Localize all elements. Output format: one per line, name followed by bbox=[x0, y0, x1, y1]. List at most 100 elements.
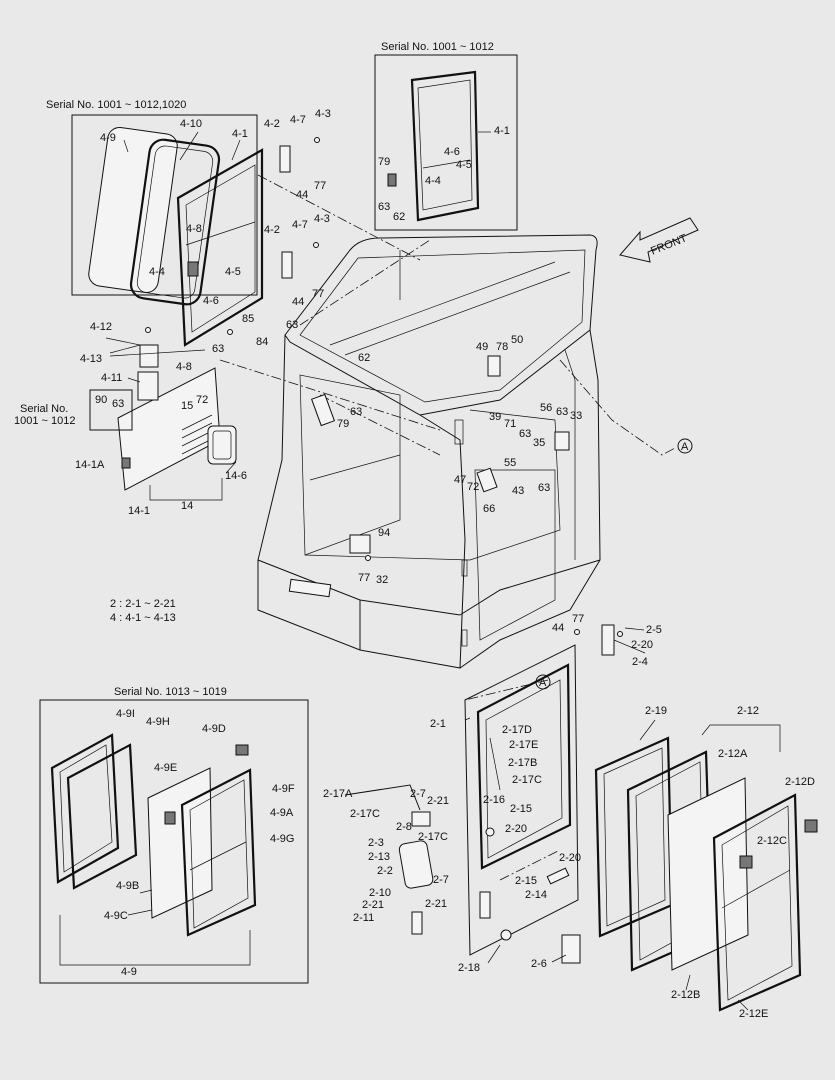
callout: 2-12E bbox=[739, 1008, 768, 1020]
callout: 4-2 bbox=[264, 224, 280, 236]
callout: 2-12B bbox=[671, 989, 700, 1001]
serial-label-bottom-left: Serial No. 1013 ~ 1019 bbox=[114, 686, 227, 698]
front-label: FRONT bbox=[649, 232, 689, 257]
serial-label-top-right: Serial No. 1001 ~ 1012 bbox=[381, 41, 494, 53]
callout: 79 bbox=[378, 156, 390, 168]
callout: 44 bbox=[296, 189, 308, 201]
callout: 4-1 bbox=[494, 125, 510, 137]
callout: 4-2 bbox=[264, 118, 280, 130]
side-panel-14: Serial No. 1001 ~ 1012 bbox=[14, 344, 237, 491]
door-frame-4-1 bbox=[176, 145, 293, 347]
callout: 2-20 bbox=[505, 823, 527, 835]
callout: 2-1 bbox=[430, 718, 446, 730]
callout: 2-21 bbox=[425, 898, 447, 910]
callout: 2-21 bbox=[427, 795, 449, 807]
callout: 2-8 bbox=[396, 821, 412, 833]
callout: 72 bbox=[196, 394, 208, 406]
callout: 44 bbox=[292, 296, 304, 308]
callout: 78 bbox=[496, 341, 508, 353]
callout: 4-8 bbox=[186, 223, 202, 235]
callout: 4-9F bbox=[272, 783, 295, 795]
callout: 4-9B bbox=[116, 880, 139, 892]
callout: 2-12D bbox=[785, 776, 815, 788]
callout: 15 bbox=[181, 400, 193, 412]
ref-marker-a-1: A bbox=[681, 441, 689, 453]
callout: 4-8 bbox=[176, 361, 192, 373]
callout: 2-17C bbox=[350, 808, 380, 820]
callout: 4-9H bbox=[146, 716, 170, 728]
callout: 14-6 bbox=[225, 470, 247, 482]
callout: 2-4 bbox=[632, 656, 648, 668]
callout: 32 bbox=[376, 574, 388, 586]
callout: 4-5 bbox=[225, 266, 241, 278]
callout: 63 bbox=[286, 319, 298, 331]
callout: 4-10 bbox=[180, 118, 202, 130]
callout: 2-20 bbox=[559, 852, 581, 864]
door-2-1 bbox=[344, 624, 615, 964]
callout: 4-5 bbox=[456, 159, 472, 171]
callout: 56 bbox=[540, 402, 552, 414]
callout: 4-6 bbox=[203, 295, 219, 307]
callout: 14 bbox=[181, 500, 193, 512]
callout: 2-3 bbox=[368, 837, 384, 849]
callout: 2-7 bbox=[410, 788, 426, 800]
callout: 66 bbox=[483, 503, 495, 515]
callout: 4-9C bbox=[104, 910, 128, 922]
callout: 43 bbox=[512, 485, 524, 497]
callout: 14-1 bbox=[128, 505, 150, 517]
callout: 2-17A bbox=[323, 788, 353, 800]
callout: 85 bbox=[242, 313, 254, 325]
callout: 47 bbox=[454, 474, 466, 486]
callout: 2-20 bbox=[631, 639, 653, 651]
callout: 4-9G bbox=[270, 833, 294, 845]
callout: 2-10 bbox=[369, 887, 391, 899]
callout: 4-13 bbox=[80, 353, 102, 365]
callout: 63 bbox=[378, 201, 390, 213]
callout: 2-5 bbox=[646, 624, 662, 636]
callout: 84 bbox=[256, 336, 268, 348]
serial-label-side-1: Serial No. bbox=[20, 403, 68, 415]
callout: 2-17E bbox=[509, 739, 538, 751]
callout: 4-9A bbox=[270, 807, 294, 819]
callout: 2-13 bbox=[368, 851, 390, 863]
reference-lines bbox=[219, 174, 676, 881]
callout: 63 bbox=[350, 406, 362, 418]
leader-lines bbox=[59, 131, 781, 1011]
callout: 4-12 bbox=[90, 321, 112, 333]
legend-line-1: 2 : 2-1 ~ 2-21 bbox=[110, 598, 176, 610]
callout: 2-21 bbox=[362, 899, 384, 911]
callout: 33 bbox=[570, 410, 582, 422]
callout: 2-6 bbox=[531, 958, 547, 970]
callout: 49 bbox=[476, 341, 488, 353]
top-right-serial-box: Serial No. 1001 ~ 1012 bbox=[374, 41, 518, 231]
callout: 4-9E bbox=[154, 762, 177, 774]
callout: 2-19 bbox=[645, 705, 667, 717]
front-arrow: FRONT bbox=[619, 217, 699, 263]
callout: 4-4 bbox=[425, 175, 441, 187]
serial-label-top-left: Serial No. 1001 ~ 1012,1020 bbox=[46, 99, 186, 111]
callout: 90 bbox=[95, 394, 107, 406]
callout: 2-11 bbox=[353, 912, 374, 924]
callout: 2-12C bbox=[757, 835, 787, 847]
callout: 4-6 bbox=[444, 146, 460, 158]
callout: 2-12 bbox=[737, 705, 759, 717]
callout: 4-9D bbox=[202, 723, 226, 735]
callout: 4-7 bbox=[290, 114, 306, 126]
callout: 63 bbox=[556, 406, 568, 418]
right-door-window-2-12 bbox=[594, 736, 818, 1012]
callout: 2-16 bbox=[483, 794, 505, 806]
callout: 77 bbox=[312, 288, 324, 300]
callout: 77 bbox=[572, 613, 584, 625]
legend-line-2: 4 : 4-1 ~ 4-13 bbox=[110, 612, 176, 624]
callout-labels: 4-9 4-10 4-1 4-2 4-7 4-3 77 44 4-8 4-2 4… bbox=[75, 108, 815, 1020]
callout: 2-17B bbox=[508, 757, 537, 769]
ref-marker-a-2: A bbox=[539, 677, 547, 689]
callout: 50 bbox=[511, 334, 523, 346]
callout: 44 bbox=[552, 622, 564, 634]
hardware-bits bbox=[145, 137, 623, 941]
callout: 2-14 bbox=[525, 889, 547, 901]
callout: 14-1A bbox=[75, 459, 105, 471]
callout: 62 bbox=[358, 352, 370, 364]
callout: 71 bbox=[504, 418, 516, 430]
